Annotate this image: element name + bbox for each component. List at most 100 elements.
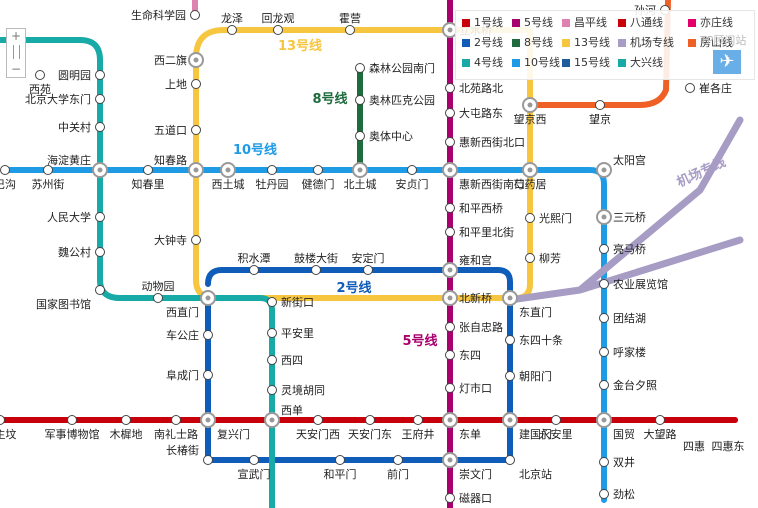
station-s_gjtsg[interactable] (95, 285, 105, 295)
legend-item-8[interactable]: 机场专线 (618, 35, 674, 51)
station-s_bddxdm[interactable] (95, 94, 105, 104)
station-label-s_hxxjbk[interactable]: 惠新西街北口 (459, 135, 525, 149)
station-label-s_dsk[interactable]: 灯市口 (459, 381, 492, 395)
station-label-s_zgc[interactable]: 中关村 (58, 120, 91, 134)
station-label-s_cgz[interactable]: 车公庄 (166, 328, 199, 342)
station-label-s_dwy[interactable]: 动物园 (142, 279, 175, 293)
station-label-s_dd[interactable]: 东单 (459, 428, 481, 441)
station-s_rmdx[interactable] (95, 212, 105, 222)
zoom-control[interactable]: + − (6, 28, 26, 78)
station-s_jdm[interactable] (313, 165, 323, 175)
legend-item-13[interactable]: 大兴线 (618, 55, 663, 71)
station-label-s_tjh[interactable]: 团结湖 (613, 312, 646, 325)
station-s_fcm[interactable] (203, 370, 213, 380)
station-label-s_zcl[interactable]: 知春路 (154, 153, 187, 167)
station-s_mdy[interactable] (267, 165, 277, 175)
station-label-s_ds[interactable]: 东四 (459, 349, 481, 362)
station-label-s_js[interactable]: 劲松 (613, 487, 635, 501)
station-label-s_ckk[interactable]: 磁器口 (459, 492, 492, 505)
station-label-s_xjk[interactable]: 新街口 (281, 295, 314, 309)
station-s_xwm[interactable] (249, 455, 259, 465)
station-s_gxm[interactable] (525, 213, 535, 223)
station-label-s_btc[interactable]: 北土城 (344, 178, 377, 191)
zoom-out-button[interactable]: − (10, 62, 22, 76)
station-s_xyuan[interactable] (35, 70, 45, 80)
station-s_yal[interactable] (551, 415, 561, 425)
station-s_cyz[interactable] (685, 83, 695, 93)
station-label-s_yy[interactable]: 圆明园 (58, 69, 91, 82)
station-label-s_bylb[interactable]: 北苑路北 (459, 82, 503, 95)
station-label-s_aolpk[interactable]: 奥林匹克公园 (369, 93, 435, 107)
station-s_wfj[interactable] (413, 415, 423, 425)
station-label-s_wdk[interactable]: 五道口 (154, 123, 187, 137)
legend-item-0[interactable]: 1号线 (462, 15, 503, 31)
station-s_szj[interactable] (43, 165, 53, 175)
station-s_ckk[interactable] (445, 493, 455, 503)
station-s_sj[interactable] (599, 457, 609, 467)
station-label-s_jst[interactable]: 积水潭 (238, 252, 271, 265)
station-s_ljht[interactable] (267, 385, 277, 395)
station-label-s_hy[interactable]: 霍营 (339, 11, 361, 25)
station-label-s_zcli[interactable]: 知春里 (132, 177, 165, 191)
legend-item-3[interactable]: 八通线 (618, 15, 663, 31)
station-label-s_jgm[interactable]: 建国门 (519, 427, 552, 441)
station-s_qm[interactable] (393, 455, 403, 465)
station-s_gzf[interactable] (0, 415, 5, 425)
station-s_slgynm[interactable] (355, 63, 365, 73)
station-s_adm[interactable] (363, 265, 373, 275)
station-s_dzs[interactable] (191, 235, 201, 245)
legend-item-6[interactable]: 8号线 (512, 35, 553, 51)
station-label-s_xd[interactable]: 西单 (281, 404, 303, 417)
station-label-s_hlg[interactable]: 回龙观 (262, 12, 295, 25)
station-label-s_fcm[interactable]: 阜成门 (166, 368, 199, 382)
station-label-s_wj[interactable]: 望京 (589, 112, 611, 126)
station-s_hpm[interactable] (335, 455, 345, 465)
station-s_nlsl[interactable] (171, 415, 181, 425)
station-label-s_bjz[interactable]: 北京站 (519, 467, 552, 481)
station-s_sd[interactable] (191, 79, 201, 89)
station-label-s_atzx[interactable]: 奥体中心 (369, 129, 413, 143)
station-s_dwl[interactable] (655, 415, 665, 425)
station-s_czj[interactable] (203, 455, 213, 465)
station-s_lz[interactable] (227, 25, 237, 35)
station-label-s_syj[interactable]: 芍药居 (514, 178, 547, 191)
station-label-s_dtnd[interactable]: 大屯路东 (459, 106, 503, 120)
station-label-s_sdm[interactable]: 三元桥 (613, 211, 646, 224)
station-label-s_lz[interactable]: 龙泽 (221, 12, 243, 25)
station-s_xjk[interactable] (267, 297, 277, 307)
station-label-s_hplbj[interactable]: 和平里北街 (459, 225, 514, 239)
station-label-s_xeq[interactable]: 西二旗 (154, 53, 187, 67)
station-s_dtnd[interactable] (445, 108, 455, 118)
legend-item-1[interactable]: 5号线 (512, 15, 553, 31)
station-label-s_dzs[interactable]: 大钟寺 (154, 233, 187, 247)
station-label-s_yal[interactable]: 永安里 (540, 427, 573, 441)
station-s_wj[interactable] (595, 100, 605, 110)
station-label-s_cyz[interactable]: 崔各庄 (699, 81, 732, 95)
station-s_zzsl[interactable] (445, 322, 455, 332)
station-label-s_cwm[interactable]: 崇文门 (459, 467, 492, 481)
legend-item-4[interactable]: 亦庄线 (688, 15, 733, 31)
station-s_lmq[interactable] (599, 244, 609, 254)
station-label-s_xyuan[interactable]: 西苑 (29, 83, 51, 96)
station-label-s_jtxz[interactable]: 金台夕照 (613, 378, 657, 392)
station-s_glj[interactable] (311, 265, 321, 275)
airport-icon[interactable]: ✈ (713, 50, 741, 74)
station-label-s_xtc[interactable]: 西土城 (212, 178, 245, 191)
station-label-s_hxxjnk[interactable]: 惠新西街南口 (459, 177, 525, 191)
station-label-s_glj[interactable]: 鼓楼大街 (294, 251, 338, 265)
zoom-in-button[interactable]: + (10, 29, 22, 43)
station-s_hpxq[interactable] (445, 203, 455, 213)
station-label-s_hjl[interactable]: 呼家楼 (613, 345, 646, 359)
station-s_nyzlg[interactable] (599, 279, 609, 289)
station-s_bgg[interactable] (0, 165, 10, 175)
legend-item-12[interactable]: 15号线 (562, 55, 610, 71)
station-label-s_xzm[interactable]: 西直门 (166, 305, 199, 319)
station-label-s_dssst[interactable]: 东四十条 (519, 333, 563, 347)
station-label-s_gjtsg[interactable]: 国家图书馆 (36, 297, 91, 311)
station-label-s_xs[interactable]: 西四 (281, 354, 303, 367)
station-s_bjz[interactable] (505, 455, 515, 465)
station-s_dwy[interactable] (153, 293, 163, 303)
station-label-s_sd[interactable]: 上地 (165, 78, 187, 91)
